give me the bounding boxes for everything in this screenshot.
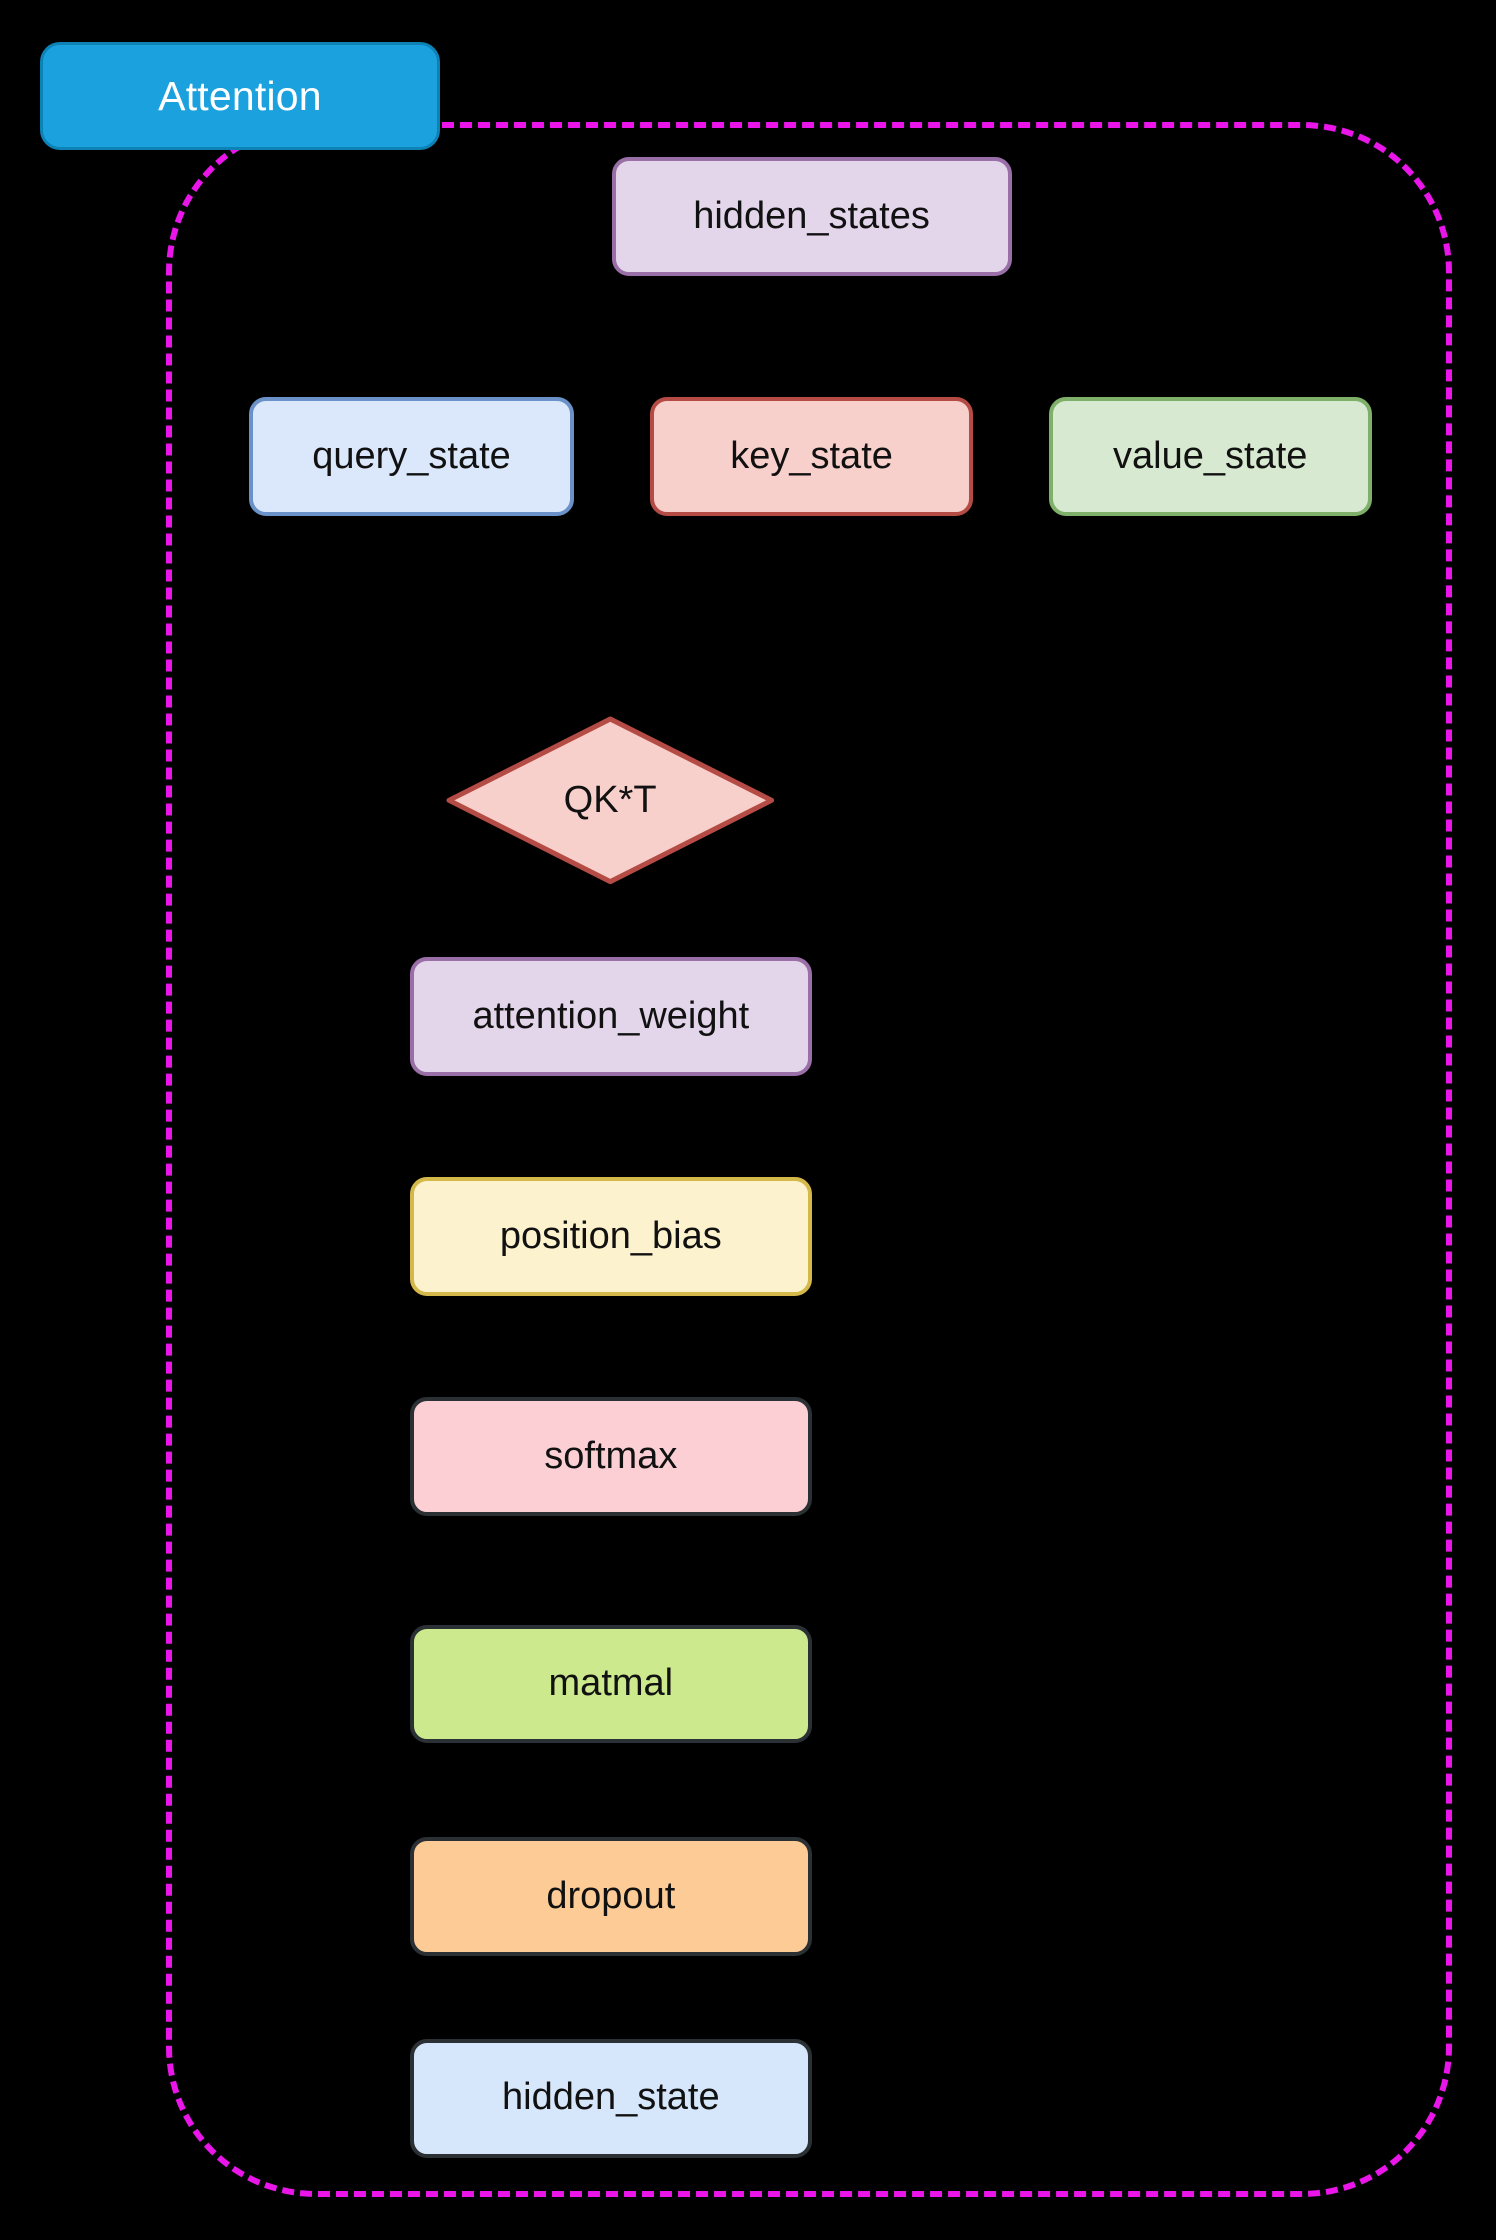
subgraph-title-attention[interactable]: Attention [40,42,440,150]
node-label-dropout: dropout [546,1874,676,1917]
node-hidden_state[interactable]: hidden_state [410,2038,812,2158]
node-matmal[interactable]: matmal [410,1624,812,1744]
node-hidden_states[interactable]: hidden_states [611,157,1012,276]
node-query_state[interactable]: query_state [248,397,575,516]
node-key_state[interactable]: key_state [650,397,974,516]
node-attention_weight[interactable]: attention_weight [410,957,812,1076]
node-label-query_state: query_state [312,434,511,477]
node-label-hidden_states: hidden_states [693,194,930,237]
node-label-softmax: softmax [544,1434,678,1477]
node-label-attention_weight: attention_weight [472,994,750,1037]
subgraph-title-label: Attention [158,72,322,119]
node-label-position_bias: position_bias [499,1214,722,1257]
node-position_bias[interactable]: position_bias [410,1177,812,1296]
node-qkt[interactable]: QK*T [446,716,775,885]
node-label-hidden_state: hidden_state [502,2076,720,2119]
node-label-qkt: QK*T [563,778,657,821]
node-label-matmal: matmal [548,1661,674,1704]
node-dropout[interactable]: dropout [410,1837,812,1957]
node-softmax[interactable]: softmax [410,1397,812,1516]
node-label-value_state: value_state [1113,434,1308,477]
node-value_state[interactable]: value_state [1048,397,1372,516]
node-label-key_state: key_state [730,434,893,477]
